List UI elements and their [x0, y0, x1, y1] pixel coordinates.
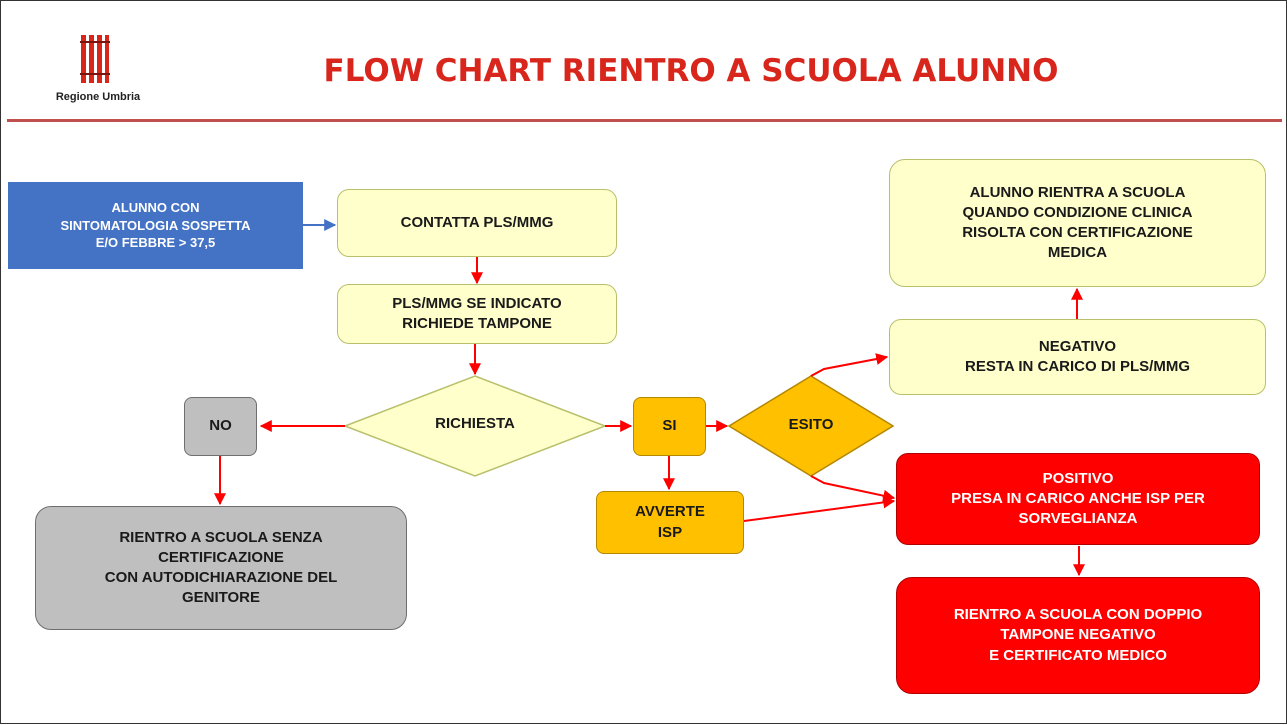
node-negativo: NEGATIVO RESTA IN CARICO DI PLS/MMG — [889, 319, 1266, 395]
regione-umbria-logo: Regione Umbria — [37, 33, 159, 109]
node-line: RISOLTA CON CERTIFICAZIONE — [962, 224, 1193, 241]
node-no: NO — [184, 397, 257, 456]
node-avverte-isp: AVVERTE ISP — [596, 491, 744, 554]
node-line: ISP — [657, 523, 683, 541]
node-line: CON AUTODICHIARAZIONE DEL — [104, 569, 338, 586]
page-title: FLOW CHART RIENTRO A SCUOLA ALUNNO — [323, 53, 1059, 89]
node-line: ALUNNO RIENTRA A SCUOLA — [969, 183, 1186, 201]
title-divider — [7, 119, 1282, 122]
node-line: RIENTRO A SCUOLA CON DOPPIO — [953, 606, 1203, 624]
node-line: PRESA IN CARICO ANCHE ISP PER — [951, 489, 1205, 507]
logo-text: Regione Umbria — [55, 91, 141, 103]
node-esito-label: ESITO — [788, 416, 834, 433]
node-richiesta-label: RICHIESTA — [435, 415, 515, 432]
node-line: SORVEGLIANZA — [1018, 510, 1138, 528]
node-contatta: CONTATTA PLS/MMG — [337, 189, 617, 257]
node-line: RESTA IN CARICO DI PLS/MMG — [965, 358, 1190, 375]
node-line: RICHIEDE TAMPONE — [402, 315, 552, 332]
node-line: QUANDO CONDIZIONE CLINICA — [962, 203, 1193, 221]
node-line: E/O FEBBRE > 37,5 — [95, 235, 216, 251]
node-alunno-sintomi: ALUNNO CON SINTOMATOLOGIA SOSPETTA E/O F… — [8, 182, 303, 269]
node-si: SI — [633, 397, 706, 456]
node-line: TAMPONE NEGATIVO — [1000, 626, 1156, 644]
node-rientro-doppio: RIENTRO A SCUOLA CON DOPPIO TAMPONE NEGA… — [896, 577, 1260, 694]
node-line: MEDICA — [1047, 244, 1108, 262]
arrow-esito-to-positivo — [810, 475, 896, 502]
node-line: SI — [662, 417, 677, 435]
arrow-esito-to-negativo — [810, 353, 889, 377]
node-richiede-tampone: PLS/MMG SE INDICATO RICHIEDE TAMPONE — [337, 284, 617, 344]
node-line: E CERTIFICATO MEDICO — [989, 646, 1167, 664]
node-line: GENITORE — [181, 589, 261, 607]
arrow-avverte-to-positivo — [743, 496, 896, 522]
node-positivo: POSITIVO PRESA IN CARICO ANCHE ISP PER S… — [896, 453, 1260, 545]
node-line: NEGATIVO — [1038, 337, 1117, 355]
regione-umbria-emblem-icon — [80, 35, 110, 83]
node-line: RIENTRO A SCUOLA SENZA — [119, 528, 323, 546]
node-line: SINTOMATOLOGIA SOSPETTA — [60, 217, 251, 233]
node-line: NO — [209, 417, 232, 435]
node-line: ALUNNO CON — [111, 200, 200, 216]
node-rientra-condizione: ALUNNO RIENTRA A SCUOLA QUANDO CONDIZION… — [889, 159, 1266, 287]
node-line: AVVERTE — [635, 503, 705, 521]
node-rientro-senza-cert: RIENTRO A SCUOLA SENZA CERTIFICAZIONE CO… — [35, 506, 407, 630]
node-line: CONTATTA PLS/MMG — [400, 213, 554, 231]
node-line: POSITIVO — [1042, 469, 1114, 487]
node-line: PLS/MMG SE INDICATO — [392, 294, 562, 312]
richiesta-decision-shape — [342, 375, 608, 477]
node-line: CERTIFICAZIONE — [158, 548, 284, 566]
